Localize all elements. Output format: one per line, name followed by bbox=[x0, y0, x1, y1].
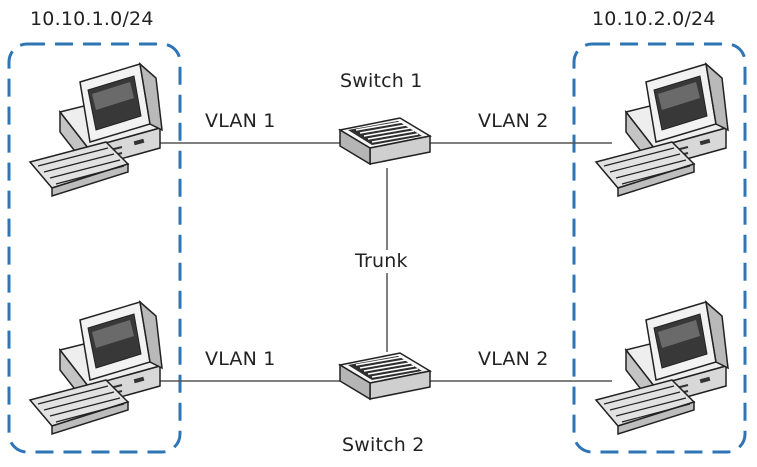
vlan-top-left-label: VLAN 1 bbox=[205, 110, 276, 132]
desktop-computer-icon bbox=[595, 301, 729, 435]
switch-1-icon bbox=[339, 117, 431, 165]
subnet-right-region bbox=[572, 42, 747, 454]
desktop-computer-icon bbox=[29, 63, 163, 197]
subnet-right-label: 10.10.2.0/24 bbox=[592, 8, 716, 30]
switch-1-label: Switch 1 bbox=[340, 70, 423, 92]
trunk-label: Trunk bbox=[355, 250, 408, 273]
desktop-computer-icon bbox=[595, 63, 729, 197]
desktop-computer-icon bbox=[29, 301, 163, 435]
switch-2-icon bbox=[339, 352, 431, 400]
subnet-left-region bbox=[7, 42, 182, 454]
vlan-bottom-left-label: VLAN 1 bbox=[205, 348, 276, 370]
vlan-top-right-label: VLAN 2 bbox=[478, 110, 549, 132]
subnet-left-label: 10.10.1.0/24 bbox=[30, 8, 154, 30]
vlan-bottom-right-label: VLAN 2 bbox=[478, 348, 549, 370]
switch-2-label: Switch 2 bbox=[342, 434, 425, 456]
